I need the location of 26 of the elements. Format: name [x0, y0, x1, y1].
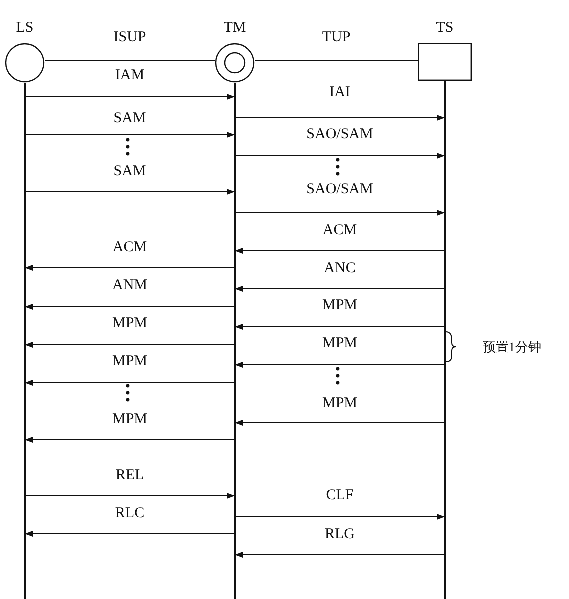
message-arrow [235, 362, 445, 368]
timer-note: 预置1分钟 [480, 338, 544, 356]
message-arrow [25, 437, 235, 443]
message-arrow [25, 265, 235, 271]
signalling-link [45, 60, 215, 62]
message-arrow [25, 94, 235, 100]
message-arrow [235, 153, 445, 159]
message-arrow [235, 286, 445, 292]
message-arrow [25, 380, 235, 386]
message-arrow [25, 342, 235, 348]
message-arrow [25, 531, 235, 537]
exchange-label: LS [16, 19, 34, 37]
message-arrow [235, 552, 445, 558]
exchange-label: TS [436, 19, 454, 37]
message-arrow [235, 420, 445, 426]
message-arrow [235, 210, 445, 216]
message-arrow [235, 115, 445, 121]
exchange-label: TM [224, 19, 246, 37]
message-arrow [235, 248, 445, 254]
message-arrow [25, 132, 235, 138]
message-arrow [25, 493, 235, 499]
message-arrow [25, 189, 235, 195]
message-arrow [25, 304, 235, 310]
message-arrow [235, 514, 445, 520]
signalling-link [255, 60, 418, 62]
message-arrow [235, 324, 445, 330]
